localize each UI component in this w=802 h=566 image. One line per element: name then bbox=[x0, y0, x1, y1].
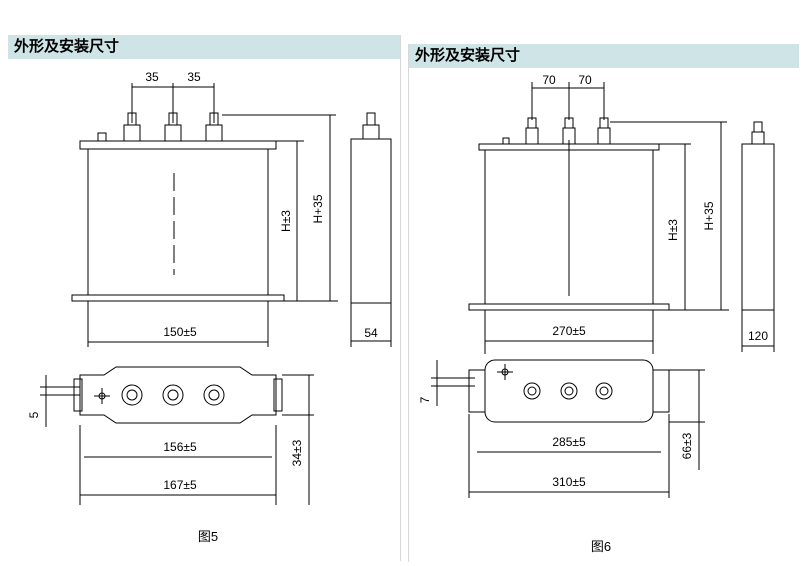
right-h1: H±3 bbox=[666, 219, 680, 241]
left-pitch-a: 35 bbox=[145, 70, 159, 84]
left-diagram: 35 35 H±3 H+35 150±5 54 5 156±5 167±5 34… bbox=[27, 70, 392, 544]
left-slot: 5 bbox=[27, 411, 41, 418]
left-hole-span: 156±5 bbox=[163, 440, 197, 454]
left-panel: 外形及安装尺寸 bbox=[8, 35, 401, 561]
right-pitch-a: 70 bbox=[542, 73, 556, 87]
left-h1: H±3 bbox=[279, 210, 293, 232]
right-flange-w: 66±3 bbox=[680, 432, 694, 459]
right-hole-span: 285±5 bbox=[552, 435, 586, 449]
right-width: 270±5 bbox=[552, 324, 586, 338]
right-slot: 7 bbox=[418, 396, 432, 403]
left-depth: 54 bbox=[364, 326, 378, 340]
right-h2: H+35 bbox=[702, 201, 716, 230]
left-header: 外形及安装尺寸 bbox=[8, 35, 400, 59]
right-panel: 外形及安装尺寸 bbox=[408, 44, 799, 562]
right-diagram: 70 70 H±3 H+35 270±5 120 7 285±5 310±5 6… bbox=[418, 73, 775, 554]
left-width: 150±5 bbox=[163, 325, 197, 339]
left-pitch-b: 35 bbox=[187, 70, 201, 84]
right-flange-span: 310±5 bbox=[552, 475, 586, 489]
left-flange-w: 34±3 bbox=[290, 439, 304, 466]
right-header: 外形及安装尺寸 bbox=[409, 44, 799, 68]
right-caption: 图6 bbox=[591, 539, 611, 554]
right-pitch-b: 70 bbox=[578, 73, 592, 87]
left-flange-span: 167±5 bbox=[163, 478, 197, 492]
left-h2: H+35 bbox=[311, 194, 325, 223]
right-depth: 120 bbox=[748, 329, 768, 343]
left-caption: 图5 bbox=[198, 529, 218, 544]
